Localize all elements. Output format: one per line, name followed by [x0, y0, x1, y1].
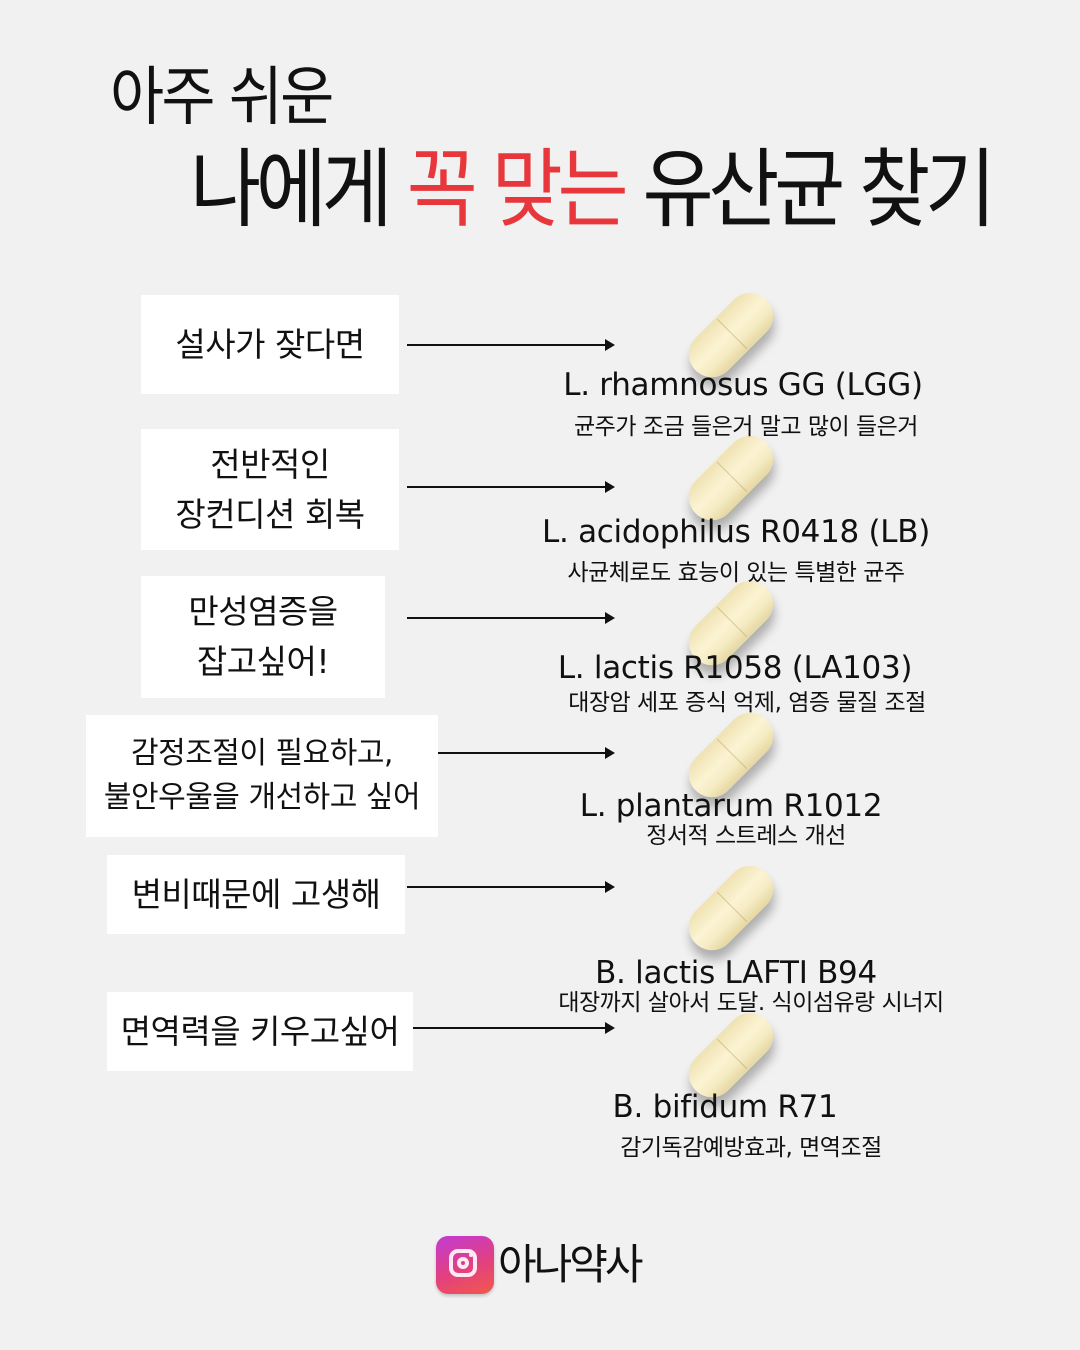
- strain-description: 사균체로도 효능이 있는 특별한 균주: [567, 560, 905, 586]
- title-highlight: 꼭 맞는: [406, 140, 629, 240]
- arrow-right-icon: [407, 612, 615, 624]
- symptom-box-diarrhea: 설사가 잦다면: [141, 295, 399, 394]
- symptom-box-inflammation: 만성염증을 잡고싶어!: [141, 576, 385, 698]
- arrow-right-icon: [407, 481, 615, 493]
- arrow-right-icon: [407, 881, 615, 893]
- strain-description: 정서적 스트레스 개선: [646, 823, 846, 849]
- strain-name: B. bifidum R71: [612, 1089, 838, 1125]
- symptom-box-immunity: 면역력을 키우고싶어: [107, 992, 413, 1071]
- strain-name: L. acidophilus R0418 (LB): [542, 514, 930, 550]
- strain-description: 감기독감예방효과, 면역조절: [620, 1135, 882, 1161]
- symptom-box-gut-condition: 전반적인 장컨디션 회복: [141, 429, 399, 550]
- subtitle: 아주 쉬운: [110, 61, 334, 135]
- strain-name: L. lactis R1058 (LA103): [557, 650, 913, 686]
- capsule-icon: [679, 856, 783, 960]
- strain-name: L. rhamnosus GG (LGG): [563, 367, 923, 403]
- symptom-box-constipation: 변비때문에 고생해: [107, 855, 405, 934]
- strain-description: 대장까지 살아서 도달. 식이섬유랑 시너지: [558, 990, 944, 1016]
- strain-description: 균주가 조금 들은거 말고 많이 들은거: [574, 414, 918, 440]
- arrow-right-icon: [438, 747, 615, 759]
- title-part-1: 나에게: [190, 140, 407, 240]
- strain-name: L. plantarum R1012: [579, 788, 883, 824]
- symptom-box-mood: 감정조절이 필요하고, 불안우울을 개선하고 싶어: [86, 715, 438, 837]
- strain-name: B. lactis LAFTI B94: [595, 955, 877, 991]
- arrow-right-icon: [413, 1022, 615, 1034]
- arrow-right-icon: [407, 339, 615, 351]
- account-handle: 아나약사: [498, 1240, 644, 1289]
- page-title: 나에게 꼭 맞는 유산균 찾기: [190, 140, 996, 240]
- instagram-icon: [436, 1236, 494, 1294]
- title-part-2: 유산균 찾기: [623, 140, 996, 240]
- footer-account[interactable]: 아나약사: [436, 1236, 644, 1294]
- strain-description: 대장암 세포 증식 억제, 염증 물질 조절: [568, 690, 926, 716]
